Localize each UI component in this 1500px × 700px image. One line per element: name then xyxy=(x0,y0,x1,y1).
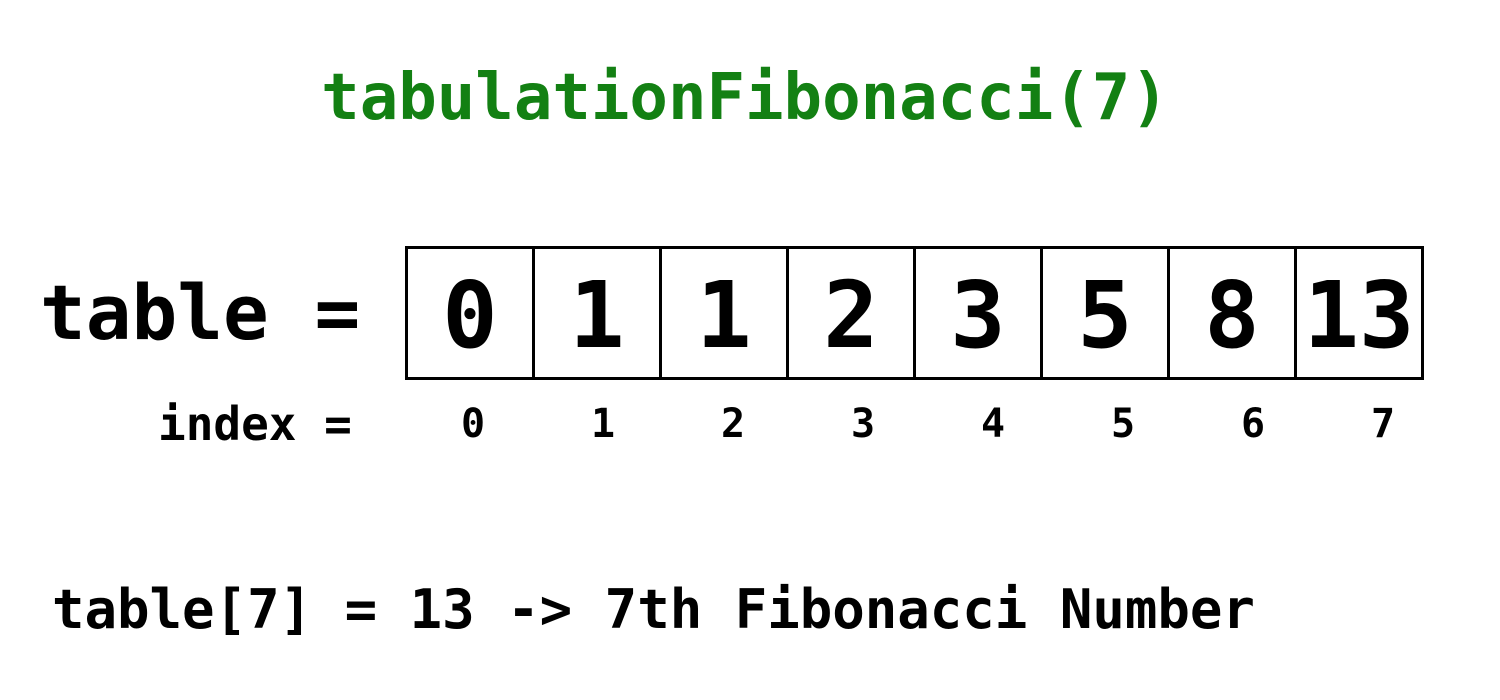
result-statement: table[7] = 13 -> 7th Fibonacci Number xyxy=(52,578,1255,641)
index-value-5: 5 xyxy=(1110,401,1136,447)
index-value-7: 7 xyxy=(1370,401,1396,447)
index-row: 0 1 2 3 4 5 6 7 xyxy=(408,396,1448,452)
index-label: index = xyxy=(158,397,352,451)
index-value-3: 3 xyxy=(850,401,876,447)
table-cell-2: 1 xyxy=(662,249,789,377)
index-value-0: 0 xyxy=(460,401,486,447)
table-cell-1: 1 xyxy=(535,249,662,377)
table-cell-0: 0 xyxy=(408,249,535,377)
index-value-4: 4 xyxy=(980,401,1006,447)
table-cell-5: 5 xyxy=(1043,249,1170,377)
diagram-title: tabulationFibonacci(7) xyxy=(321,61,1169,135)
fibonacci-table: 0 1 1 2 3 5 8 13 xyxy=(405,246,1424,380)
index-value-6: 6 xyxy=(1240,401,1266,447)
index-value-2: 2 xyxy=(720,401,746,447)
index-value-1: 1 xyxy=(590,401,616,447)
table-cell-6: 8 xyxy=(1170,249,1297,377)
table-cell-4: 3 xyxy=(916,249,1043,377)
table-cell-7: 13 xyxy=(1297,249,1424,377)
table-cell-3: 2 xyxy=(789,249,916,377)
table-label: table = xyxy=(40,268,361,357)
